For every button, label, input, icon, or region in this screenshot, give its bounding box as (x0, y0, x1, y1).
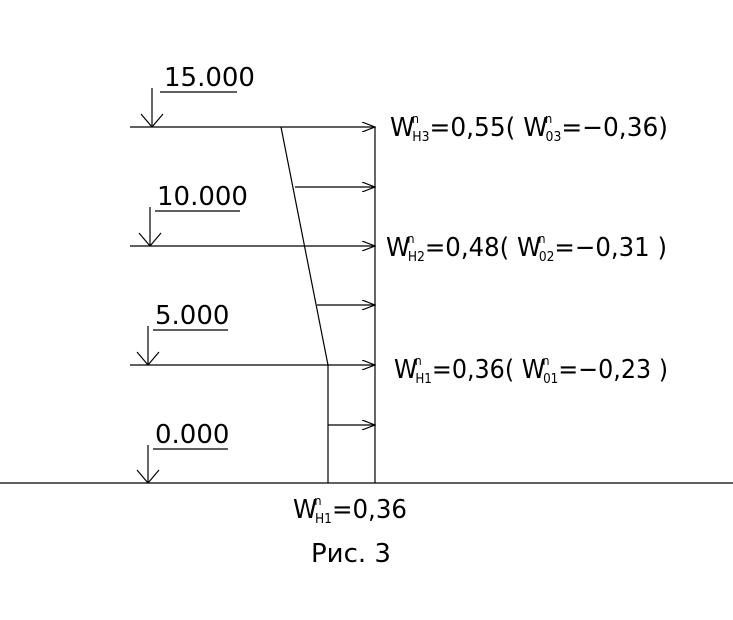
level-marker-5000: 5.000 (130, 301, 375, 365)
level-label-0000: 0.000 (155, 420, 229, 450)
level-marker-10000: 10.000 (130, 182, 375, 246)
level-label-10000: 10.000 (157, 182, 248, 212)
level-marker-15000: 15.000 (130, 63, 375, 127)
level-marker-0000: 0.000 (136, 420, 229, 484)
level-label-15000: 15.000 (164, 63, 255, 93)
level-label-5000: 5.000 (155, 301, 229, 331)
figure-caption: Рис. 3 (311, 539, 391, 569)
